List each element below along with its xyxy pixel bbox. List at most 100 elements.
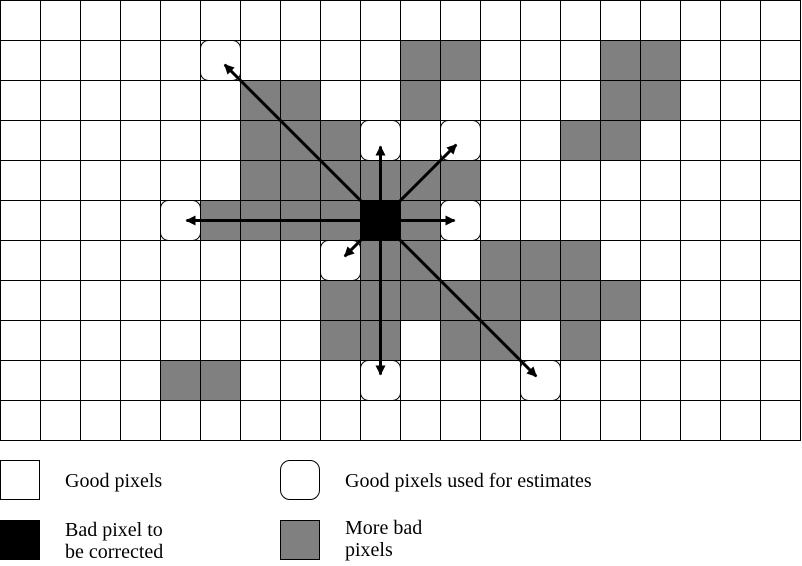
good-pixel — [280, 0, 321, 41]
good-pixel — [120, 80, 161, 121]
good-pixel — [640, 200, 681, 241]
good-pixel — [240, 280, 281, 321]
good-pixel — [0, 40, 41, 81]
good-pixel — [600, 360, 641, 401]
good-pixel — [240, 400, 281, 441]
good-pixel — [560, 80, 601, 121]
bad-pixel — [200, 360, 241, 401]
good-pixel — [480, 0, 521, 41]
good-pixel — [440, 80, 481, 121]
good-pixel — [760, 200, 801, 241]
good-pixel — [760, 120, 801, 161]
good-pixel — [480, 200, 521, 241]
good-pixel — [160, 80, 201, 121]
good-pixel — [320, 40, 361, 81]
good-pixel — [680, 200, 721, 241]
good-pixel — [640, 240, 681, 281]
bad-pixel — [160, 360, 201, 401]
bad-pixel — [400, 80, 441, 121]
good-pixel — [0, 400, 41, 441]
good-pixel — [520, 80, 561, 121]
good-pixel — [360, 40, 401, 81]
good-pixel — [280, 400, 321, 441]
bad-pixel — [440, 40, 481, 81]
good-pixel — [200, 320, 241, 361]
bad-pixel — [400, 280, 441, 321]
bad-pixel — [400, 40, 441, 81]
good-pixel — [720, 360, 761, 401]
good-pixel — [160, 280, 201, 321]
good-pixel — [720, 280, 761, 321]
good-pixel — [760, 280, 801, 321]
bad-pixel — [280, 160, 321, 201]
good-pixel — [640, 160, 681, 201]
good-pixel — [680, 280, 721, 321]
good-pixel — [600, 400, 641, 441]
good-pixel — [720, 240, 761, 281]
good-pixel — [160, 240, 201, 281]
good-pixel — [240, 320, 281, 361]
good-pixel — [440, 0, 481, 41]
bad-pixel — [520, 280, 561, 321]
good-pixel — [560, 40, 601, 81]
good-pixel — [680, 40, 721, 81]
good-pixel — [720, 0, 761, 41]
good-pixel — [120, 0, 161, 41]
good-pixel — [760, 320, 801, 361]
good-pixel — [80, 400, 121, 441]
good-pixel — [40, 80, 81, 121]
good-pixel — [200, 240, 241, 281]
bad-pixel — [560, 280, 601, 321]
bad-pixel — [600, 120, 641, 161]
good-pixel — [160, 160, 201, 201]
good-pixel — [40, 320, 81, 361]
good-pixel — [520, 400, 561, 441]
legend-good-label: Good pixels — [65, 470, 163, 492]
bad-pixel — [640, 80, 681, 121]
good-pixel — [0, 80, 41, 121]
good-pixel — [80, 80, 121, 121]
good-pixel — [280, 40, 321, 81]
bad-pixel — [560, 120, 601, 161]
good-pixel — [400, 0, 441, 41]
good-pixel — [80, 120, 121, 161]
good-pixel — [80, 40, 121, 81]
bad-pixel — [640, 40, 681, 81]
good-pixel — [80, 280, 121, 321]
good-pixel — [0, 120, 41, 161]
good-pixel — [40, 400, 81, 441]
good-pixel — [600, 0, 641, 41]
bad-pixel — [240, 160, 281, 201]
good-pixel — [560, 360, 601, 401]
good-pixel — [680, 80, 721, 121]
good-pixel — [40, 360, 81, 401]
good-pixel — [280, 360, 321, 401]
good-pixel — [760, 360, 801, 401]
good-pixel — [480, 120, 521, 161]
good-pixel — [480, 360, 521, 401]
good-pixel — [720, 160, 761, 201]
good-pixel — [80, 360, 121, 401]
good-pixel — [280, 280, 321, 321]
good-pixel — [440, 240, 481, 281]
good-pixel — [240, 360, 281, 401]
bad-pixel — [320, 120, 361, 161]
good-pixel — [200, 80, 241, 121]
legend-more-bad-swatch — [280, 520, 320, 560]
good-pixel — [720, 40, 761, 81]
good-pixel — [560, 160, 601, 201]
bad-pixel — [440, 320, 481, 361]
good-pixel — [680, 160, 721, 201]
bad-pixel — [600, 40, 641, 81]
good-pixel — [720, 200, 761, 241]
good-pixel — [480, 40, 521, 81]
estimate-arrow — [393, 233, 538, 378]
good-pixel — [600, 320, 641, 361]
good-pixel — [600, 240, 641, 281]
good-pixel — [0, 240, 41, 281]
good-pixel — [440, 360, 481, 401]
good-pixel — [40, 40, 81, 81]
bad-pixel — [520, 240, 561, 281]
good-pixel — [120, 120, 161, 161]
legend-estimates-swatch — [280, 460, 320, 500]
